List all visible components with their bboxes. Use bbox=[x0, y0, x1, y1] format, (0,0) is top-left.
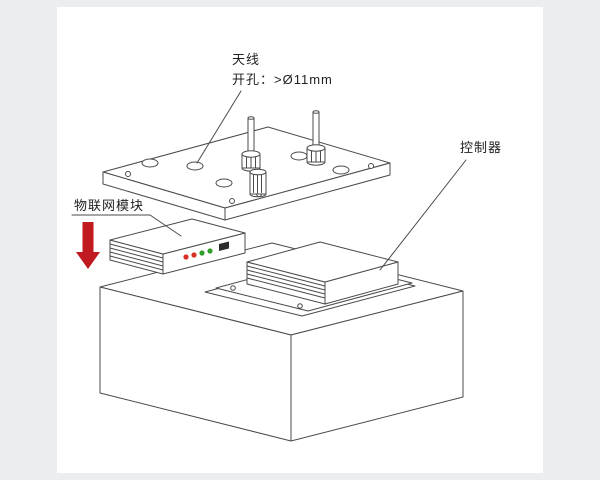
plate-hole bbox=[290, 151, 308, 161]
module-led bbox=[207, 248, 213, 254]
antenna-rod bbox=[312, 111, 320, 149]
module-led bbox=[183, 254, 189, 260]
module-top-face bbox=[109, 218, 246, 255]
plate-holes bbox=[125, 151, 374, 204]
flange-screw-hole bbox=[297, 303, 303, 309]
controller-top-face bbox=[246, 241, 399, 283]
callouts: 天线 开孔：>Ø11mm 控制器 物联网模块 bbox=[71, 52, 502, 271]
module-led bbox=[191, 252, 197, 258]
label-iot-module: 物联网模块 bbox=[74, 198, 144, 213]
plate-right-edge bbox=[224, 162, 391, 221]
controller bbox=[215, 241, 413, 312]
antenna-nut-top bbox=[306, 144, 326, 152]
module-fins bbox=[109, 243, 164, 271]
top-plate bbox=[102, 110, 391, 221]
module-led bbox=[199, 250, 205, 256]
module-leds bbox=[183, 248, 213, 260]
connector-top bbox=[249, 168, 267, 176]
antenna-rod bbox=[247, 117, 255, 155]
plate-screw-hole bbox=[125, 171, 131, 177]
enclosure-right-face bbox=[290, 290, 464, 442]
module-port bbox=[219, 241, 229, 251]
antenna-nut-top bbox=[241, 150, 261, 158]
antenna-right bbox=[306, 110, 326, 166]
down-arrow-icon bbox=[76, 222, 100, 269]
antenna-rod-top bbox=[247, 116, 255, 120]
plate-hole bbox=[141, 158, 159, 168]
leader-antenna bbox=[196, 90, 242, 164]
antenna-connector bbox=[249, 168, 267, 198]
leader-iot-module bbox=[71, 214, 182, 237]
label-antenna: 天线 bbox=[232, 52, 260, 67]
plate-hole bbox=[332, 165, 350, 175]
plate-hole bbox=[215, 178, 233, 188]
label-controller: 控制器 bbox=[460, 140, 502, 155]
plate-screw-hole bbox=[229, 198, 235, 204]
flange-screw-hole bbox=[230, 285, 236, 291]
plate-hole-antenna bbox=[186, 161, 204, 171]
iot-module bbox=[109, 218, 246, 275]
antenna-rod-top bbox=[312, 110, 320, 114]
label-antenna-hole: 开孔：>Ø11mm bbox=[232, 72, 333, 87]
plate-screw-hole bbox=[368, 163, 374, 169]
leader-controller bbox=[379, 159, 467, 271]
controller-fins bbox=[246, 265, 326, 299]
